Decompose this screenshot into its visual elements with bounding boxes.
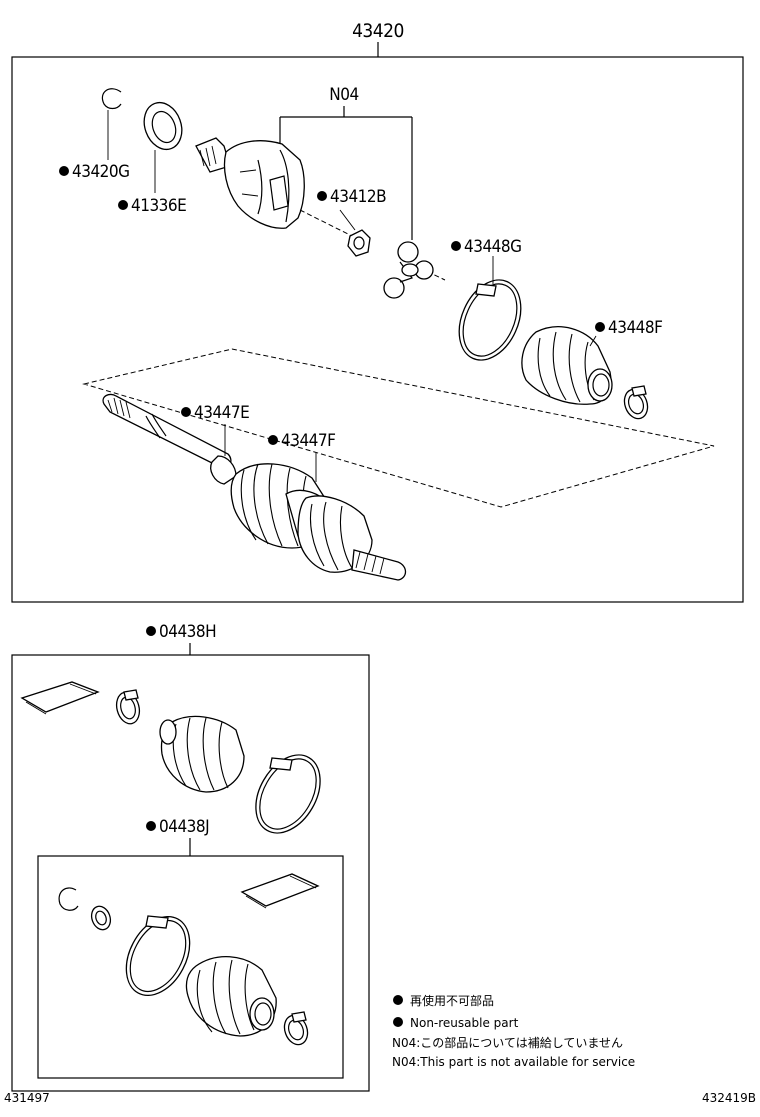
part-label-43447F[interactable]: 43447F	[281, 431, 336, 451]
part-label-43448G[interactable]: 43448G	[464, 237, 522, 257]
legend-mark	[393, 995, 403, 1005]
kit-inner-frame	[37, 855, 344, 1079]
tripod-spider	[383, 241, 434, 299]
nonreusable-mark	[146, 821, 156, 831]
drive-shaft	[102, 393, 237, 485]
boot-clamp-small-kit	[283, 1011, 309, 1046]
boot-clamp-small-outer	[623, 385, 649, 420]
part-label-41336E[interactable]: 41336E	[131, 196, 187, 216]
boot-inner	[230, 463, 407, 581]
snap-ring-kit	[58, 887, 79, 911]
part-label-43447E[interactable]: 43447E	[194, 403, 250, 423]
nonreusable-mark	[146, 626, 156, 636]
boot-clamp-large-kit	[255, 754, 321, 834]
part-label-43448F[interactable]: 43448F	[608, 318, 663, 338]
subassembly-outline	[82, 348, 715, 508]
nonreusable-mark	[59, 166, 69, 176]
boot-clamp-small	[115, 689, 141, 725]
nonreusable-mark	[595, 322, 605, 332]
boot-clamp-large-kit-inner	[125, 915, 191, 996]
legend-en-nonreusable: Non-reusable part	[410, 1016, 519, 1030]
footer-left-code: 431497	[4, 1091, 50, 1105]
seal-ring-kit	[90, 905, 112, 931]
legend-jp-nonreusable: 再使用不可部品	[410, 993, 494, 1008]
legend-en-n04: N04:This part is not available for servi…	[392, 1055, 635, 1069]
seal-ring	[143, 101, 183, 193]
boot-clamp-large	[458, 256, 522, 361]
boot-outer	[521, 326, 613, 405]
boot-inner-kit	[185, 955, 277, 1037]
kit-outer-number[interactable]: 04438H	[159, 622, 217, 642]
footer-right-code: 432419B	[702, 1091, 756, 1105]
nonreusable-mark	[317, 191, 327, 201]
outer-joint-housing	[195, 137, 305, 229]
assembly-number[interactable]: 43420	[352, 20, 404, 42]
nonreusable-mark	[268, 435, 278, 445]
nonreusable-mark	[451, 241, 461, 251]
kit-inner-number[interactable]: 04438J	[159, 817, 210, 837]
boot-outer-kit	[159, 715, 245, 793]
nut	[339, 209, 371, 257]
group-label-n04: N04	[329, 85, 358, 105]
legend-jp-n04: N04:この部品については補給していません	[392, 1035, 623, 1050]
nonreusable-mark	[181, 407, 191, 417]
legend-mark	[393, 1017, 403, 1027]
grease-packet-kit	[240, 873, 320, 909]
snap-ring	[101, 88, 122, 160]
part-label-43412B[interactable]: 43412B	[330, 187, 387, 207]
nonreusable-mark	[118, 200, 128, 210]
n04-bracket	[279, 106, 413, 240]
kit-outer-frame	[11, 654, 370, 1092]
part-label-43420G[interactable]: 43420G	[72, 162, 130, 182]
grease-packet	[20, 681, 100, 715]
